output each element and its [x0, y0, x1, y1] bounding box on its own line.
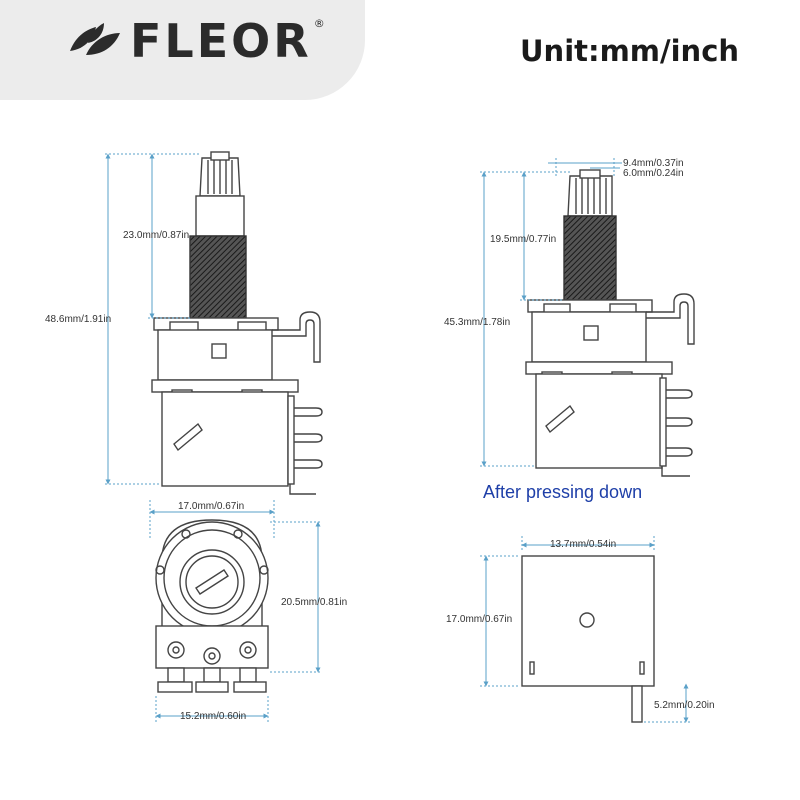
unit-label: Unit:mm/inch	[520, 34, 740, 68]
bottom-view-part	[155, 519, 269, 693]
pressed-view-dimensions	[480, 158, 622, 467]
brand-name: FLEOR	[130, 14, 312, 68]
back-width-label: 13.7mm/0.54in	[550, 539, 616, 550]
side-total-height-label: 48.6mm/1.91in	[45, 314, 111, 325]
bottom-body-width-label: 17.0mm/0.67in	[178, 501, 244, 512]
side-view-part	[151, 151, 323, 495]
bottom-terminal-span-label: 15.2mm/0.60in	[180, 711, 246, 722]
trademark-symbol: ®	[313, 16, 325, 30]
back-tab-length-label: 5.2mm/0.20in	[654, 700, 715, 711]
back-view-part	[521, 555, 655, 723]
pressed-knurl-width-label: 6.0mm/0.24in	[623, 168, 684, 179]
after-pressing-caption: After pressing down	[483, 482, 642, 502]
bottom-body-height-label: 20.5mm/0.81in	[281, 597, 347, 608]
pressed-shaft-diameter-label: 9.4mm/0.37in	[623, 158, 684, 169]
side-view-dimensions	[105, 153, 200, 485]
leaf-icon	[70, 23, 120, 55]
back-view-dimensions	[480, 536, 692, 723]
pressed-view-part	[525, 169, 695, 477]
side-shaft-length-label: 23.0mm/0.87in	[123, 230, 189, 241]
header-banner	[0, 0, 365, 100]
pressed-shaft-length-label: 19.5mm/0.77in	[490, 234, 556, 245]
back-height-label: 17.0mm/0.67in	[446, 614, 512, 625]
brand-logo: FLEOR ®	[66, 14, 325, 68]
bottom-view-dimensions	[149, 500, 322, 724]
pressed-total-height-label: 45.3mm/1.78in	[444, 317, 510, 328]
